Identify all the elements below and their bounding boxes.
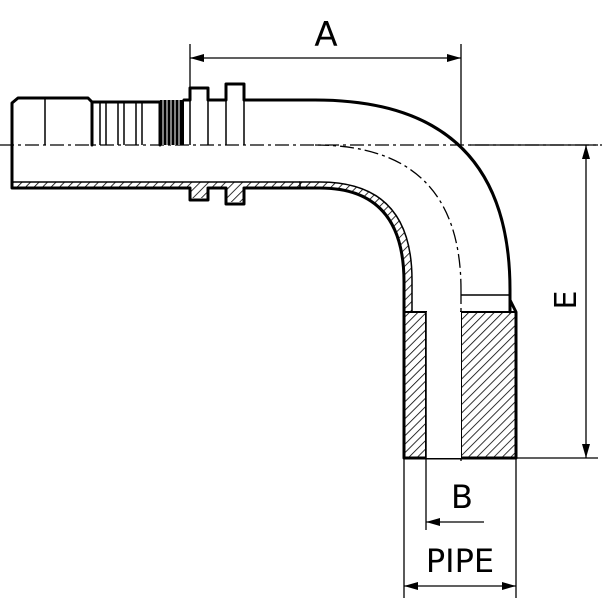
pipe-wall-right [460,311,517,459]
dim-e-label: E [549,291,584,310]
dimension-a: A [189,15,462,145]
bend-centerline [314,144,462,291]
dim-e-arrow-top [582,145,590,159]
pipe-stub [402,298,518,460]
tail-bottom-outline [10,143,317,206]
hose-tail [10,82,317,206]
dim-b-arrow [426,518,440,526]
pipe-bore [426,312,461,458]
dimension-pipe: PIPE [403,458,517,598]
dim-e-arrow-bottom [582,444,590,458]
dim-pipe-label: PIPE [426,542,494,580]
knurl-band [160,100,184,145]
dim-pipe-arrow-right [502,582,516,590]
collars-top [182,82,302,102]
hose-tail-grooves-outline [90,100,162,147]
dim-a-arrow-right [447,54,461,62]
dimension-e: E [470,144,598,459]
pipe-outline [402,298,518,460]
dim-pipe-arrow-left [404,582,418,590]
hose-tail-barb-top [10,96,94,147]
dimension-b: B [425,458,484,530]
dim-b-label: B [451,478,473,516]
elbow-outer-contour [298,98,512,302]
dim-a-label: A [314,15,337,55]
tail-wall-hatch [12,182,300,202]
dim-a-arrow-left [190,54,204,62]
pipe-wall-left [403,311,427,459]
elbow-inner-wall-hatch [299,181,413,313]
elbow-body [298,98,512,314]
elbow-inner-contour [298,186,406,314]
